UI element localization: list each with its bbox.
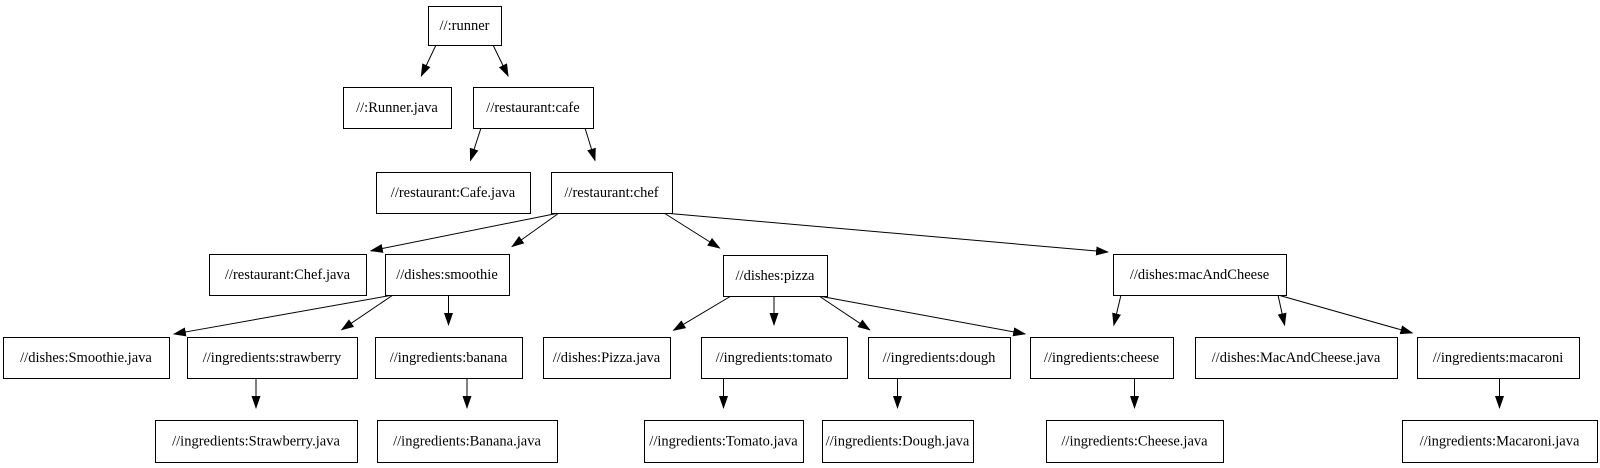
graph-node-box — [155, 420, 358, 463]
graph-node-label: //ingredients:strawberry — [203, 350, 342, 366]
graph-node-cheese_java: //ingredients:Cheese.java — [1046, 420, 1224, 463]
edge-pizza-to-pizza_java — [672, 295, 732, 331]
graph-node-strawberry: //ingredients:strawberry — [187, 337, 358, 379]
edge-layer — [172, 44, 1504, 409]
edge-smoothie-to-strawberry — [340, 294, 394, 331]
graph-node-cheese: //ingredients:cheese — [1030, 337, 1174, 379]
graph-node-label: //ingredients:dough — [883, 350, 997, 366]
graph-node-label: //restaurant:cafe — [486, 100, 579, 116]
graph-node-box — [644, 420, 804, 463]
edge-macandcheese-to-cheese — [1112, 294, 1122, 327]
graph-node-banana_java: //ingredients:Banana.java — [377, 420, 558, 463]
graph-node-cafe_java: //restaurant:Cafe.java — [376, 172, 531, 214]
graph-node-box — [551, 172, 673, 214]
edge-runner-to-cafe — [492, 44, 509, 78]
graph-node-box — [209, 254, 367, 296]
edge-pizza-to-dough — [818, 295, 871, 331]
graph-node-box — [473, 87, 594, 129]
graph-node-box — [376, 172, 531, 214]
graph-node-macaroni_java: //ingredients:Macaroni.java — [1402, 420, 1598, 463]
graph-node-label: //ingredients:cheese — [1044, 350, 1159, 366]
graph-node-dough_java: //ingredients:Dough.java — [822, 420, 974, 463]
graph-node-box — [701, 337, 848, 379]
graph-node-box — [385, 254, 510, 296]
graph-node-tomato: //ingredients:tomato — [701, 337, 848, 379]
graph-node-cafe: //restaurant:cafe — [473, 87, 594, 129]
graph-node-macandcheese_java: //dishes:MacAndCheese.java — [1195, 337, 1398, 379]
graph-node-box — [1030, 337, 1174, 379]
graph-node-macaroni: //ingredients:macaroni — [1417, 337, 1580, 379]
graph-node-box — [1402, 420, 1598, 463]
edge-pizza-to-cheese — [818, 295, 1027, 337]
graph-node-label: //ingredients:Banana.java — [393, 433, 541, 449]
graph-node-box — [543, 337, 671, 379]
node-layer: //:runner //:Runner.java //restaurant:cafe… — [3, 6, 1598, 463]
graph-node-box — [1113, 254, 1287, 296]
edge-cafe-to-chef — [584, 127, 596, 162]
graph-node-banana: //ingredients:banana — [375, 337, 523, 379]
edge-chef-to-macandcheese — [663, 212, 1110, 256]
graph-node-label: //:runner — [440, 18, 490, 34]
graph-node-macandcheese: //dishes:macAndCheese — [1113, 254, 1287, 296]
graph-node-label: //restaurant:Chef.java — [225, 267, 351, 283]
graph-node-box — [3, 337, 170, 379]
edge-smoothie-to-smoothie_java — [172, 294, 394, 337]
graph-node-box — [868, 337, 1011, 379]
graph-node-box — [723, 255, 828, 297]
graph-node-label: //ingredients:macaroni — [1433, 350, 1563, 366]
graph-node-label: //ingredients:Cheese.java — [1061, 433, 1208, 449]
graph-node-box — [1417, 337, 1580, 379]
graph-node-box — [187, 337, 358, 379]
graph-node-label: //:Runner.java — [356, 100, 438, 116]
graph-node-box — [822, 420, 974, 463]
graph-node-tomato_java: //ingredients:Tomato.java — [644, 420, 804, 463]
graph-node-smoothie: //dishes:smoothie — [385, 254, 510, 296]
graph-node-box — [375, 337, 523, 379]
graph-node-label: //dishes:pizza — [736, 268, 815, 284]
graph-node-label: //dishes:smoothie — [396, 267, 498, 283]
graph-node-label: //ingredients:tomato — [716, 350, 833, 366]
graph-node-box — [377, 420, 558, 463]
graph-node-pizza: //dishes:pizza — [723, 255, 828, 297]
graph-node-label: //restaurant:Cafe.java — [391, 185, 516, 201]
edge-macandcheese-to-macaroni — [1277, 294, 1414, 335]
edge-chef-to-smoothie — [511, 212, 560, 248]
graph-node-label: //ingredients:Macaroni.java — [1420, 433, 1580, 449]
edge-runner-to-runner_java — [420, 44, 437, 77]
graph-node-label: //dishes:macAndCheese — [1130, 267, 1269, 283]
graph-node-smoothie_java: //dishes:Smoothie.java — [3, 337, 170, 379]
graph-node-runner_java: //:Runner.java — [343, 87, 452, 129]
edge-cafe-to-cafe_java — [469, 127, 482, 162]
graph-node-box — [1046, 420, 1224, 463]
graph-node-runner: //:runner — [428, 6, 502, 46]
graph-node-label: //dishes:Pizza.java — [553, 350, 661, 366]
graph-node-pizza_java: //dishes:Pizza.java — [543, 337, 671, 379]
graph-node-label: //ingredients:Tomato.java — [649, 433, 798, 449]
graph-node-label: //dishes:MacAndCheese.java — [1212, 350, 1381, 366]
graph-node-label: //dishes:Smoothie.java — [20, 350, 152, 366]
graph-node-label: //ingredients:banana — [390, 350, 508, 366]
edge-chef-to-chef_java — [369, 212, 560, 253]
graph-node-chef: //restaurant:chef — [551, 172, 673, 214]
graph-node-label: //ingredients:Dough.java — [826, 433, 970, 449]
graph-node-strawberry_java: //ingredients:Strawberry.java — [155, 420, 358, 463]
edge-macandcheese-to-macandcheese_java — [1277, 294, 1287, 327]
graph-node-box — [428, 6, 502, 46]
graph-node-label: //restaurant:chef — [564, 185, 658, 201]
graph-node-label: //ingredients:Strawberry.java — [172, 433, 340, 449]
graph-node-box — [343, 87, 452, 129]
edge-chef-to-pizza — [663, 212, 721, 249]
graph-node-box — [1195, 337, 1398, 379]
graph-node-chef_java: //restaurant:Chef.java — [209, 254, 367, 296]
graph-node-dough: //ingredients:dough — [868, 337, 1011, 379]
